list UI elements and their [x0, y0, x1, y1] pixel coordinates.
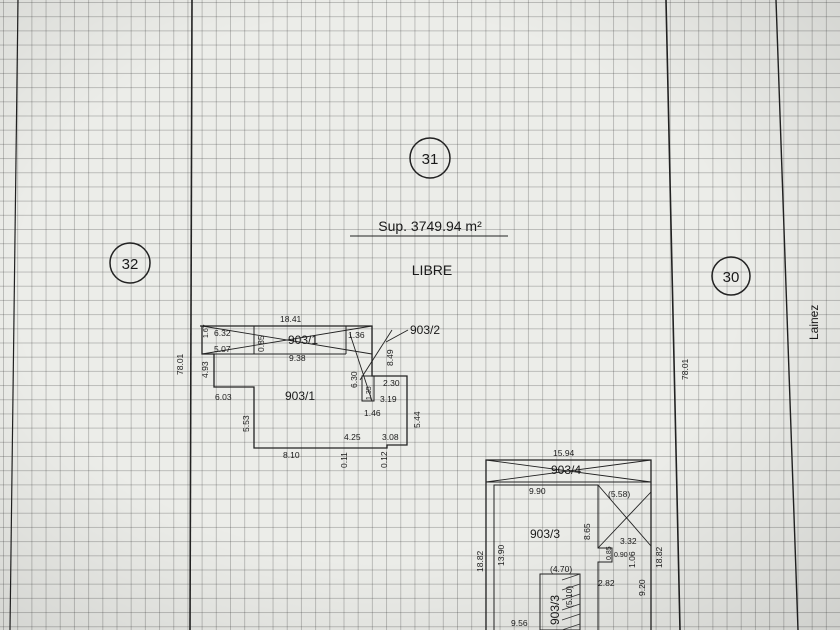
dim-b-8: 18.82: [475, 550, 485, 572]
dim-a-6: 8.49: [385, 349, 395, 366]
neighbor-right-circle: [711, 256, 751, 296]
building-b-diagonal-3: [597, 484, 652, 547]
dim-a-17: 3.08: [382, 432, 399, 442]
unit-903-1-main: 903/1: [285, 389, 315, 403]
dim-a-12: 1.35: [366, 386, 373, 400]
dim-b-5: (4.70): [550, 564, 572, 574]
dim-b-13: (5.10): [564, 586, 574, 608]
neighbor-left-number: 32: [122, 256, 139, 273]
building-a-diagonal-4: [359, 329, 393, 381]
building-b-inner-room: [493, 484, 613, 630]
parcel-number: 31: [422, 151, 439, 168]
hatched-room: [539, 573, 581, 630]
dim-a-19: 0.11: [339, 452, 349, 468]
dim-b-4: 3.32: [620, 536, 637, 546]
dim-b-14: 0.85: [606, 546, 613, 560]
dim-a-2: 5.07: [214, 344, 231, 354]
dim-a-16: 4.25: [344, 432, 361, 442]
building-b-diagonal-2: [485, 459, 652, 483]
dim-a-8: 6.30: [349, 371, 359, 388]
dim-a-13: 6.03: [215, 392, 232, 402]
hatch-lines: [561, 573, 581, 630]
left-lot-boundary: [9, 0, 19, 630]
lot-right-length: 78.01: [680, 358, 690, 380]
dim-a-18: 8.10: [283, 450, 300, 460]
parcel-area: Sup. 3749.94 m²: [378, 218, 482, 234]
dim-a-21: 1.67: [203, 324, 210, 338]
dim-a-20: 0.12: [379, 451, 389, 468]
building-b-diagonal-4: [597, 491, 652, 549]
dim-a-1: 6.32: [214, 328, 231, 338]
neighbor-right-number: 30: [723, 269, 740, 286]
neighbor-left-circle: [109, 242, 151, 284]
dim-b-1: 9.90: [529, 486, 546, 496]
dim-b-10: 18.82: [654, 546, 664, 568]
unit-903-3-small: 903/3: [548, 595, 562, 625]
dim-a-14: 5.53: [241, 415, 251, 432]
street-name: Lainez: [807, 305, 821, 340]
dim-b-6: 2.82: [598, 578, 615, 588]
dim-b-12: 9.56: [511, 618, 528, 628]
building-a-diagonal-2: [201, 325, 373, 355]
unit-903-1-top: 903/1: [288, 333, 318, 347]
building-a-diagonal-3: [349, 333, 373, 402]
lot-left-length: 78.01: [175, 353, 185, 375]
callout-leader: [385, 329, 409, 343]
dim-b-15: 0.90: [614, 552, 628, 559]
dim-a-11: 1.46: [364, 408, 381, 418]
dim-b-3: 8.65: [582, 523, 592, 540]
dim-a-7: 4.93: [200, 361, 210, 378]
dim-a-4: 9.38: [289, 353, 306, 363]
lot-31-30-boundary: [665, 0, 681, 630]
dim-a-5: 1.36: [348, 330, 365, 340]
building-b-outline: [485, 459, 652, 630]
unit-903-2-callout: 903/2: [410, 323, 440, 337]
dim-a-15: 5.44: [412, 411, 422, 428]
dim-b-7: 1.06: [627, 551, 637, 568]
dim-a-3: 0.85: [256, 335, 266, 352]
dim-a-9: 2.30: [383, 378, 400, 388]
dim-b-9: 13.90: [496, 544, 506, 566]
dim-b-11: 9.20: [637, 579, 647, 596]
street-line: [775, 0, 799, 630]
unit-903-4: 903/4: [551, 463, 581, 477]
building-b: [485, 459, 652, 630]
building-a-small-room: [361, 375, 375, 402]
lot-32-31-boundary: [189, 0, 193, 630]
dim-a-10: 3.19: [380, 394, 397, 404]
dim-b-top: 15.94: [553, 448, 575, 458]
dim-b-2: (5.58): [608, 489, 630, 499]
building-a: [200, 325, 409, 449]
dim-a-top: 18.41: [280, 314, 302, 324]
unit-903-3-main: 903/3: [530, 527, 560, 541]
parcel-number-circle: [409, 137, 451, 179]
parcel-status: LIBRE: [412, 262, 452, 278]
